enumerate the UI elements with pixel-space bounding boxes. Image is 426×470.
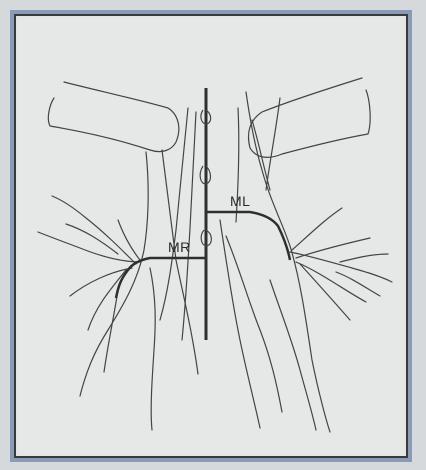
central-right-line-2 [226,236,282,412]
left-clavicle-outline [48,82,178,152]
left-hilum-branch-5 [118,220,140,260]
right-lower-vessel [270,280,316,430]
right-clavicle-outline [249,78,371,157]
ml-label: ML [230,193,250,209]
left-lower-vessel [150,268,155,430]
right-upper-line [266,98,280,190]
right-hilum-branch-6 [336,272,380,296]
mr-label: MR [168,239,191,255]
right-hilum-branch-5 [300,264,350,320]
left-lower-vessel-2 [104,290,118,372]
trachea-left-wall [160,108,188,320]
right-hilum-branch-7 [340,254,388,262]
left-mediastinal-line [80,152,148,396]
central-right-line [220,220,260,428]
right-hilum-branch-2 [296,238,370,258]
right-hilum-branch-4 [292,208,342,250]
left-hilum-branch-4 [88,270,126,330]
ml-measure-line [206,212,290,260]
left-hilum-branch-2 [70,268,132,296]
